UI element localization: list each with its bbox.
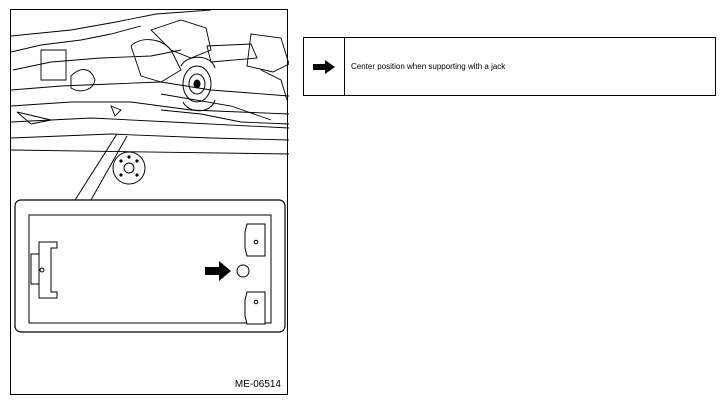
underbody-illustration bbox=[11, 10, 289, 333]
right-arrow-icon bbox=[313, 59, 335, 74]
callout-lines bbox=[74, 133, 128, 201]
underbody-drawing bbox=[11, 10, 289, 155]
legend-description: Center position when supporting with a j… bbox=[351, 62, 506, 71]
legend-symbol-cell bbox=[304, 38, 345, 95]
detail-box bbox=[14, 199, 286, 333]
legend-table: Center position when supporting with a j… bbox=[303, 37, 716, 96]
hub-disc bbox=[112, 151, 146, 185]
figure-id-label: ME-06514 bbox=[234, 379, 281, 390]
hub-detail bbox=[180, 56, 216, 112]
jack-point-marker bbox=[236, 264, 250, 278]
illustration-frame: ME-06514 bbox=[10, 9, 289, 395]
right-arrow-icon bbox=[205, 261, 231, 281]
